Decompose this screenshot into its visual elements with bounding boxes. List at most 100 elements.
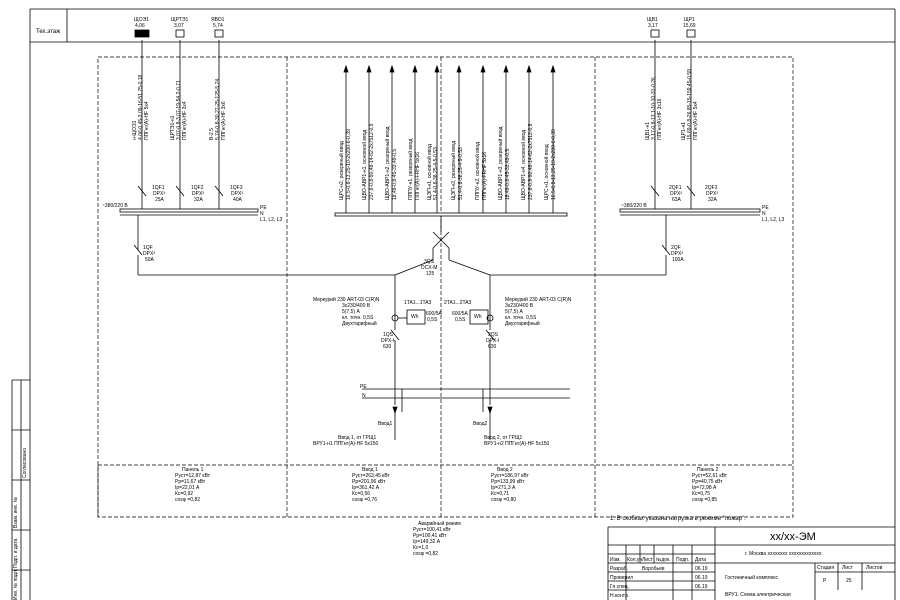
load-line: Кс=0,71 — [491, 491, 510, 497]
load-line: Кс=0,56 — [352, 491, 371, 497]
feed-line2: 237,6-0,8-90,48-14-62-2х7512-0,9 — [528, 123, 534, 200]
load-line: Руст=12,87 кВт — [175, 473, 211, 479]
ct-class: 0,5S — [455, 317, 466, 323]
breaker-type: DPX³ — [231, 191, 243, 197]
tb-sheet-header: Лист — [842, 565, 853, 571]
bus-pe: PE — [762, 205, 769, 211]
top-row-label: Тех.этаж — [36, 29, 61, 35]
stamp-replaces: Взам. инв. № — [13, 497, 19, 528]
feed-line1: ЩВО-АВР1-н3, резервный ввод — [498, 126, 504, 200]
tb-header: Кол.уч — [627, 557, 642, 563]
input-cable: ВРУ1-н1 ППГнг(А)-HF 5х150 — [313, 441, 379, 447]
meter-mode: Двухтарифный — [342, 321, 377, 327]
feed-line1: ПППУ-н1, резервный ввод — [408, 138, 414, 200]
device-value: 3,17 — [648, 23, 658, 29]
tb-role: Проверил — [610, 575, 634, 581]
load-line: Кс=0,75 — [692, 491, 711, 497]
feed-line2: ППГнг(А)-FRHF 5х16 — [482, 151, 488, 200]
input-name: Ввод1 — [378, 421, 393, 427]
ct-class: 0,5S — [427, 317, 438, 323]
ct-ratio: 600/5А — [426, 311, 442, 317]
load-line: cosφ =0,76 — [352, 497, 378, 503]
feed-line2: 16,5-0,8-13,25-10-2х200-6-0,39 — [551, 129, 557, 200]
load-line: cosφ =0,82 — [175, 497, 201, 503]
emergency-line: Кс=1,0 — [413, 545, 429, 551]
load-line: Рр=40,75 кВт — [692, 479, 723, 485]
breaker-name: 1QF1 — [152, 185, 165, 191]
meter-accuracy: кл. точн. 0,5S — [342, 315, 374, 321]
load-line: Iр=22,01 А — [175, 485, 200, 491]
input-switch-type: DPX-I — [381, 338, 395, 344]
breaker-rating: 40А — [233, 197, 242, 203]
device-name: ЩР1 — [684, 17, 695, 23]
feed-line2: ППГнг(А)-FRHF 5х16 — [415, 151, 421, 200]
load-title: Панель 2 — [697, 467, 719, 473]
input-switch-name: 2QS — [488, 332, 499, 338]
main-breaker-type: DPX³ — [671, 251, 683, 257]
load-line: Iр=271,3 А — [491, 485, 516, 491]
bus-phases: L1, L2, L3 — [762, 217, 785, 223]
meter-current: 5(7,5) А — [505, 309, 523, 315]
load-line: Руст=52,61 кВт — [692, 473, 728, 479]
breaker-type: DPX³ — [192, 191, 204, 197]
n-label: N — [362, 393, 366, 399]
feed-line2: 51,4-0,8-38,25-4-5-0,53 — [433, 147, 439, 200]
feeder-line3: ППГнг(А)-HF 3х4 — [182, 101, 188, 140]
emergency-line: cosφ =0,82 — [413, 551, 439, 557]
load-line: Рр=11,67 кВт — [175, 479, 206, 485]
tb-stage-header: Стадия — [817, 565, 835, 571]
device-name: ЩРТЭ1 — [171, 17, 189, 23]
bus-pe: PE — [260, 205, 267, 211]
feeder-line3: ППГнг(А)-HF 5х4 — [693, 101, 699, 140]
feed-line2: 237,6-0,8-90,48-14-62-2х7512-0,9 — [369, 123, 375, 200]
main-breaker-type: DPX³ — [143, 251, 155, 257]
device-value: 4,06 — [135, 23, 145, 29]
breaker-name: 2QF2 — [705, 185, 718, 191]
feed-line2: 18,49-0,8-45-33,49-0,5 — [505, 148, 511, 200]
object-name: Гостиничный комплекс — [725, 575, 779, 581]
feeder-line3: ППГнг(А)-HF 5х4 — [144, 101, 150, 140]
breaker-type: DPX³ — [153, 191, 165, 197]
breaker-name: 1QF2 — [191, 185, 204, 191]
tie-switch-type: DCX-M — [421, 265, 438, 271]
ct-name: 1TA1...1TA3 — [404, 300, 432, 306]
feed-line2: 51,4-0,8-38,25-4-5-0,53 — [458, 147, 464, 200]
tb-header: Дата — [695, 557, 707, 563]
feed-line1: ЩВО-АВР1-н2, резервный ввод — [385, 126, 391, 200]
feeder-line3: ППГнг(А)-HF 3х6 — [221, 101, 227, 140]
meter-model: Меркурий 230 ART-03 C(R)N — [505, 297, 572, 303]
tb-date: 06.19 — [695, 566, 708, 572]
device-name: ЩОЭ1 — [134, 17, 149, 23]
address: г. Москва хххххххх ххххххххххххх — [745, 551, 822, 557]
feed-line1: ЩВО-АВР1-н4, основной ввод — [521, 129, 527, 200]
tb-header: Лист — [642, 557, 653, 563]
tie-switch-name: 3QS — [424, 259, 435, 265]
load-line: cosφ =0,80 — [491, 497, 517, 503]
feed-line1: ЩРС-н1, основной ввод — [544, 144, 550, 200]
bus-n: N — [260, 211, 264, 217]
feed-line1: ЩВО-АВР1-н1, основной ввод — [362, 129, 368, 200]
bus-voltage: ~380/220 В — [621, 203, 647, 209]
main-breaker-name: 2QF — [671, 245, 681, 251]
tb-date: 06.19 — [695, 575, 708, 581]
bus-phases: L1, L2, L3 — [260, 217, 283, 223]
device-value: 15,69 — [683, 23, 696, 29]
meter-mode: Двухтарифный — [505, 321, 540, 327]
feed-line2: 16,5-0,8-13,25-10-2х200-6-0,39 — [346, 129, 352, 200]
meter-model: Меркурий 230 ART-03 C(R)N — [313, 297, 380, 303]
input-name: Ввод2 — [473, 421, 488, 427]
main-breaker-rating: 50А — [145, 257, 154, 263]
input-cable: ВРУ1-н2 ППГнг(А)-HF 5х150 — [484, 441, 550, 447]
stamp-sign-date: Подп. и дата — [13, 538, 19, 568]
input-switch-rating: 630 — [383, 344, 392, 350]
load-line: Iр=72,98 А — [692, 485, 717, 491]
breaker-rating: 32А — [194, 197, 203, 203]
feed-line1: ЩРС-н2, резервный ввод — [339, 141, 345, 200]
meter-accuracy: кл. точн. 0,5S — [505, 315, 537, 321]
feed-line1: ПППУ-н2, основной ввод — [475, 142, 481, 200]
feed-line2: 18,49-0,8-45-33,49-0,5 — [392, 148, 398, 200]
meter-wh: Wh — [474, 314, 482, 320]
load-line: Рр=133,99 кВт — [491, 479, 525, 485]
note: 1. В скобках указана нагрузка в режиме "… — [610, 516, 746, 522]
feeder-line3: ППГнг(А)-HF 3х16 — [657, 98, 663, 140]
